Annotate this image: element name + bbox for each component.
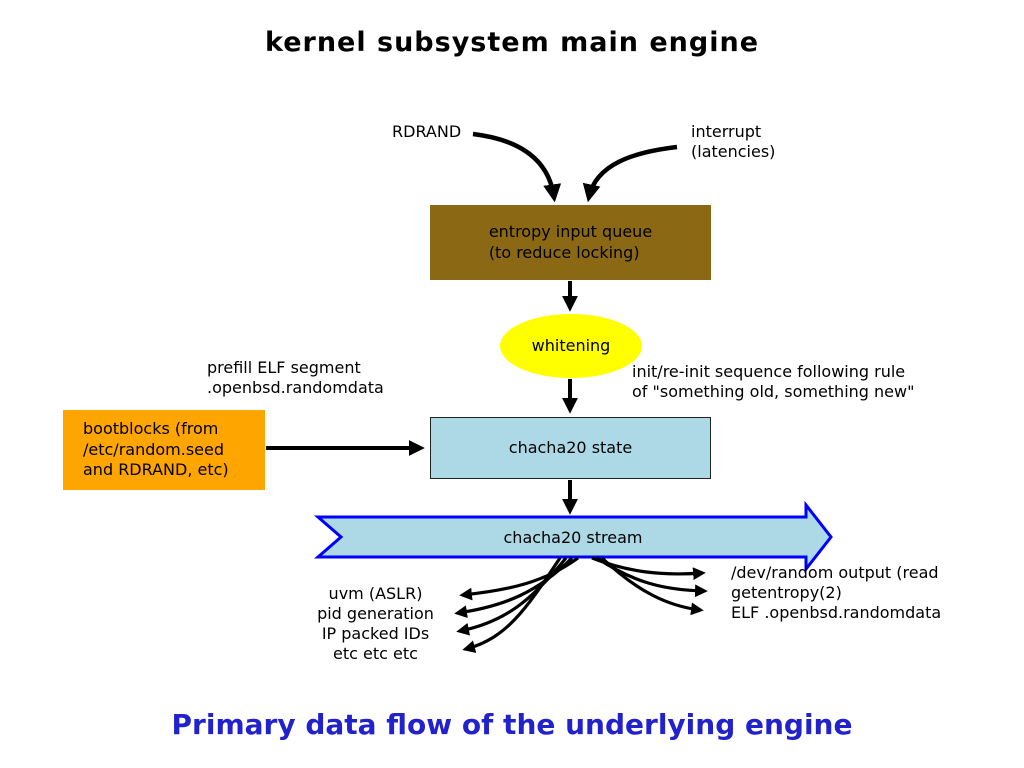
bootblocks-node: bootblocks (from /etc/random.seed and RD… xyxy=(63,410,265,490)
arrow-interrupt-to-queue xyxy=(582,144,678,203)
arrow-stream-to-uvm xyxy=(459,556,579,601)
entropy-queue-label: entropy input queue (to reduce locking) xyxy=(488,221,653,262)
entropy-queue-node: entropy input queue (to reduce locking) xyxy=(430,205,711,280)
chacha20-state-label: chacha20 state xyxy=(508,437,633,457)
diagram-caption: Primary data flow of the underlying engi… xyxy=(171,708,853,741)
arrow-stream-to-etc xyxy=(462,557,562,653)
left-outputs-label: uvm (ASLR) pid generation IP packed IDs … xyxy=(317,584,434,663)
whitening-label: whitening xyxy=(531,335,611,355)
arrow-rdrand-to-queue xyxy=(472,131,562,203)
arrow-stream-to-ip-ids xyxy=(456,556,568,636)
arrow-stream-to-pid xyxy=(454,556,574,619)
chacha20-stream-banner-shape xyxy=(313,500,833,574)
rdrand-label: RDRAND xyxy=(392,122,462,141)
init-rule-annotation: init/re-init sequence following rule of … xyxy=(632,362,915,401)
chacha20-stream-label: chacha20 stream xyxy=(503,527,643,547)
bootblocks-label: bootblocks (from /etc/random.seed and RD… xyxy=(83,418,229,480)
interrupt-label: interrupt (latencies) xyxy=(691,122,776,161)
diagram-title: kernel subsystem main engine xyxy=(264,27,760,58)
right-outputs-label: /dev/random output (read getentropy(2) E… xyxy=(731,563,942,622)
chacha20-stream-banner: chacha20 stream xyxy=(340,517,806,557)
prefill-annotation: prefill ELF segment .openbsd.randomdata xyxy=(207,358,384,397)
whitening-node: whitening xyxy=(500,314,642,378)
arrow-stream-to-elf xyxy=(600,556,704,616)
chacha20-state-node: chacha20 state xyxy=(430,417,711,479)
